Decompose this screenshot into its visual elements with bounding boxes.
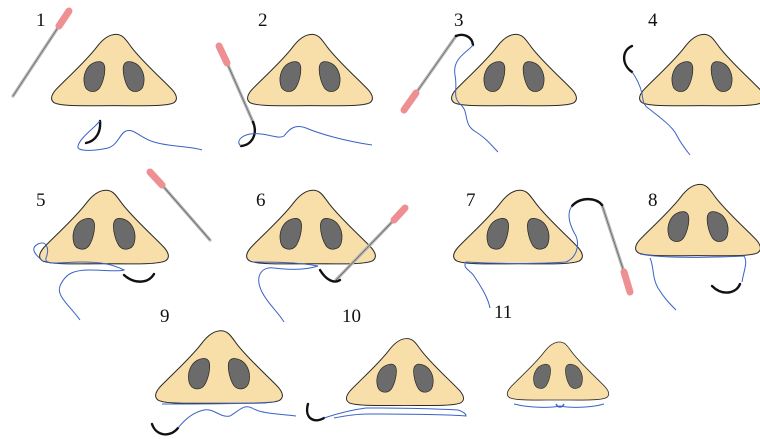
nose-base — [507, 342, 608, 400]
step-1: 1 — [13, 10, 202, 150]
step-2: 2 — [219, 10, 372, 146]
step-number: 4 — [648, 10, 658, 31]
step-number: 10 — [342, 306, 361, 327]
nose-base — [156, 331, 283, 404]
syringe — [404, 36, 456, 110]
step-10: 10 — [307, 306, 466, 420]
step-11: 11 — [494, 302, 609, 407]
suture-thread — [239, 126, 372, 146]
nose-base — [346, 339, 463, 406]
step-number: 2 — [258, 10, 268, 31]
nose-base — [248, 34, 373, 105]
nose-base — [640, 34, 760, 105]
step-4: 4 — [624, 10, 760, 155]
curved-needle — [624, 46, 632, 72]
curved-needle — [456, 35, 473, 45]
step-9: 9 — [152, 306, 296, 434]
curved-needle — [124, 274, 154, 282]
suture-thread — [162, 402, 296, 428]
nose-base — [52, 34, 177, 105]
suture-thread — [324, 408, 466, 418]
curved-needle — [572, 199, 602, 206]
syringe — [602, 205, 630, 292]
curved-needle — [152, 424, 178, 434]
step-number: 5 — [36, 190, 46, 211]
step-3: 3 — [404, 10, 576, 152]
syringe — [150, 172, 210, 240]
step-number: 9 — [160, 306, 170, 327]
nose-base — [452, 34, 577, 105]
syringe — [219, 46, 253, 122]
step-number: 11 — [494, 302, 512, 323]
step-6: 6 — [247, 190, 405, 322]
curved-needle — [712, 284, 740, 293]
step-number: 6 — [256, 190, 266, 211]
step-5: 5 — [34, 172, 210, 320]
curved-needle — [307, 404, 324, 420]
suture-thread — [252, 262, 318, 322]
nose-base — [40, 190, 169, 264]
step-number: 8 — [648, 190, 658, 211]
step-7: 7 — [454, 190, 630, 308]
step-number: 1 — [36, 10, 46, 31]
step-number: 3 — [454, 10, 464, 31]
suture-thread — [640, 254, 746, 310]
step-8: 8 — [636, 184, 760, 310]
nose-base — [247, 190, 376, 264]
step-number: 7 — [466, 190, 476, 211]
